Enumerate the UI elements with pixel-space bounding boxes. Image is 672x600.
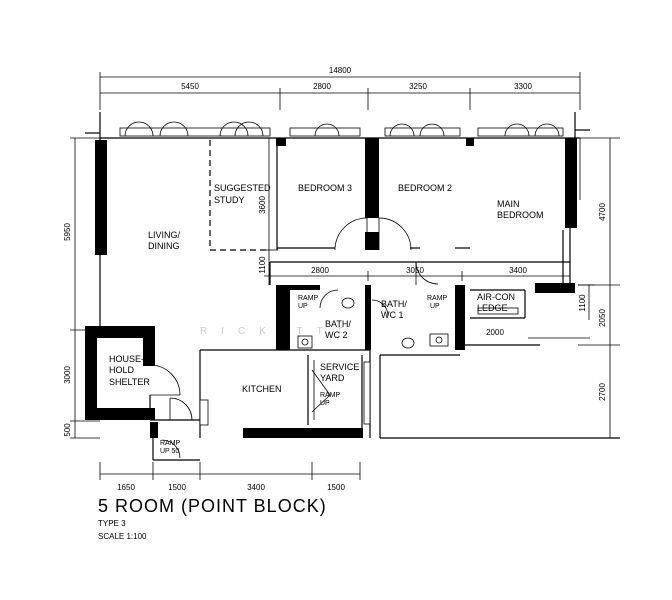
ramp-label-bath2: RAMP <box>298 295 319 302</box>
dim-mid-3: 3400 <box>509 266 527 275</box>
dim-left-3: 500 <box>63 423 72 437</box>
plan-type: TYPE 3 <box>98 519 126 528</box>
dim-bottom-3: 3400 <box>247 483 265 492</box>
dim-top-4: 3300 <box>514 82 532 91</box>
door-swings <box>149 217 439 459</box>
dimension-lines <box>70 72 620 480</box>
room-dining-label: DINING <box>148 241 180 251</box>
toilet-icon <box>341 297 355 309</box>
dim-top-total: 14800 <box>329 66 352 75</box>
dim-mid-1: 2800 <box>311 266 329 275</box>
room-kitchen-label: KITCHEN <box>242 384 282 394</box>
ramp-up-service: UP <box>320 400 330 407</box>
dim-left-2: 3000 <box>63 366 72 384</box>
room-study-label-2: STUDY <box>214 195 245 205</box>
fixtures <box>199 297 519 426</box>
thick-walls <box>85 138 577 438</box>
dim-top-2: 2800 <box>313 82 331 91</box>
room-service-label-1: SERVICE <box>320 362 359 372</box>
dim-right-4: 2700 <box>598 383 607 401</box>
dim-inner-2: 1100 <box>258 256 267 274</box>
dim-bottom-2: 1500 <box>168 483 186 492</box>
dim-right-3: 2050 <box>598 309 607 327</box>
room-study-label-1: SUGGESTED <box>214 183 271 193</box>
dim-bottom-1: 1650 <box>117 483 135 492</box>
room-aircon-label-1: AIR-CON <box>477 292 515 302</box>
room-bath2-label-1: BATH/ <box>325 319 351 329</box>
ramp-label-entry: RAMP <box>160 440 181 447</box>
room-bath1-label-2: WC 1 <box>381 310 404 320</box>
room-bath1-label-1: BATH/ <box>381 299 407 309</box>
plan-scale: SCALE 1:100 <box>98 532 147 541</box>
room-shelter-label-2: HOLD <box>109 365 135 375</box>
ramp-label-bath1: RAMP <box>427 295 448 302</box>
room-aircon-label-2: LEDGE <box>477 303 508 313</box>
dimension-labels: 14800 5450 2800 3250 3300 2800 3050 3400… <box>63 66 607 492</box>
toilet-icon <box>401 337 415 349</box>
dim-mid-4: 2000 <box>486 328 504 337</box>
room-service-label-2: YARD <box>320 373 345 383</box>
room-bedroom2-label: BEDROOM 2 <box>398 183 452 193</box>
room-labels: LIVING/ DINING SUGGESTED STUDY BEDROOM 3… <box>109 183 544 394</box>
room-shelter-label-1: HOUSE- <box>109 354 144 364</box>
plan-title: 5 ROOM (POINT BLOCK) <box>98 496 327 516</box>
dim-inner-1: 3600 <box>258 196 267 214</box>
room-bedroom3-label: BEDROOM 3 <box>298 183 352 193</box>
room-bath2-label-2: WC 2 <box>325 330 348 340</box>
ramp-label-service: RAMP <box>320 392 341 399</box>
dim-top-3: 3250 <box>409 82 427 91</box>
windows <box>119 121 581 200</box>
dim-top-1: 5450 <box>181 82 199 91</box>
ramp-up-entry: UP 50 <box>160 448 179 455</box>
ramp-up-bath1: UP <box>430 303 440 310</box>
dim-right-1: 4700 <box>598 203 607 221</box>
dim-bottom-4: 1500 <box>327 483 345 492</box>
ramp-labels: RAMP UP RAMP UP RAMP UP RAMP UP 50 <box>160 295 448 455</box>
dim-right-2: 1100 <box>578 294 587 312</box>
room-main-bedroom-label-1: MAIN <box>497 199 520 209</box>
room-main-bedroom-label-2: BEDROOM <box>497 210 544 220</box>
room-shelter-label-3: SHELTER <box>109 377 150 387</box>
watermark: RICK TTT <box>200 326 357 337</box>
dim-mid-2: 3050 <box>406 266 424 275</box>
ramp-up-bath2: UP <box>298 303 308 310</box>
room-living-label: LIVING/ <box>148 230 181 240</box>
dim-left-1: 5950 <box>63 223 72 241</box>
